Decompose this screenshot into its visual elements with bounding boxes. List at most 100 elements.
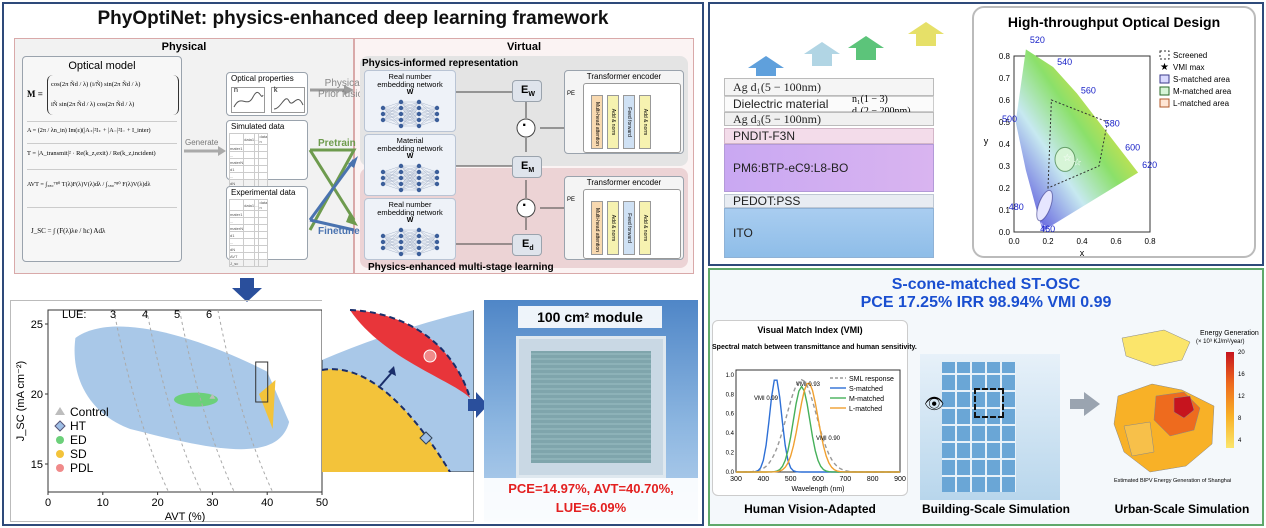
- dielectric-label: Dielectric material: [733, 97, 829, 111]
- ew-box: EW: [512, 80, 542, 102]
- vmi-x-tick: 800: [867, 476, 879, 483]
- nn-edge: [418, 113, 438, 127]
- nn-node: [416, 163, 422, 169]
- addnorm2a: [607, 201, 619, 255]
- table-row-header: materN: [228, 158, 245, 166]
- vmi-legend-label: S-matched: [849, 386, 883, 393]
- x-tick-label: 40: [261, 497, 273, 509]
- vmi-star: ☆: [1037, 221, 1046, 232]
- net1-w: W: [406, 89, 414, 96]
- eq-avt: AVT = ∫₃₈₀⁷⁸⁰ T(λ)F(λ)V(λ)dλ / ∫₃₈₀⁷⁸⁰ F…: [27, 181, 151, 188]
- cie-y-tick: 0.8: [999, 52, 1011, 61]
- nn-node: [380, 181, 386, 187]
- table-row-header: d1: [228, 231, 245, 239]
- lue-contour: [179, 309, 235, 493]
- cie-wavelength-label: 500: [1002, 114, 1017, 124]
- vmi-y-tick: 0.4: [726, 431, 735, 437]
- vmi-x-tick: 600: [812, 476, 824, 483]
- nn-edge: [400, 229, 420, 255]
- nn-edge: [418, 171, 438, 179]
- nn-node: [380, 175, 386, 181]
- layer-pndit: PNDIT-F3N: [724, 128, 934, 144]
- nn-edge: [400, 247, 420, 255]
- lue-contour: [217, 309, 274, 493]
- nn-node: [434, 181, 440, 187]
- cie-wavelength-label: 560: [1081, 85, 1096, 95]
- legend-label: Control: [70, 405, 109, 419]
- module-photo: 100 cm² module PCE=14.97%, AVT=40.70%, L…: [484, 300, 698, 522]
- y-tick-label: 20: [31, 389, 43, 401]
- vmi-annotation: VMI 0.90: [816, 436, 841, 442]
- zoom-box: [255, 361, 269, 403]
- table-col-header: data1: [243, 133, 256, 145]
- cie-gamut: [1015, 49, 1139, 231]
- nn-edge: [382, 241, 402, 249]
- em-label: EM: [521, 160, 535, 175]
- s-matched-area: [1036, 189, 1053, 222]
- shanghai-map: [1113, 329, 1215, 473]
- module-title-bg: [518, 306, 662, 328]
- table-row-header: ...: [228, 217, 245, 225]
- nn-node: [434, 239, 440, 245]
- net3-w: W: [406, 217, 414, 224]
- generate-label: Generate: [185, 138, 219, 147]
- nn-node: [416, 227, 422, 233]
- legend-marker: [55, 407, 65, 415]
- net2-w: W: [406, 153, 414, 160]
- sd-cluster: [258, 380, 276, 429]
- cie-x-tick: 0.0: [1008, 237, 1020, 246]
- module-metrics-bg: [484, 478, 698, 522]
- finetune-label: Finetune: [318, 226, 360, 237]
- lue-contour: [113, 309, 170, 493]
- legend-marker: [54, 420, 66, 432]
- mha2-label: Multi-head attention: [594, 208, 600, 252]
- nn-edge: [400, 165, 420, 179]
- nn-node: [416, 187, 422, 193]
- table-col-header: data1: [243, 199, 256, 211]
- left-panel: [2, 2, 704, 526]
- eq-m-matrix: [47, 75, 179, 115]
- optical-model-box: Optical model M = cos(2π Ñd / λ) (i/Ñ) s…: [22, 56, 182, 262]
- pdl-marker: [423, 349, 437, 363]
- lue-value: 6: [206, 309, 212, 321]
- nn-edge: [400, 235, 420, 255]
- cie-legend-swatch: [1159, 86, 1170, 96]
- nn-edge: [418, 235, 438, 243]
- lue-value: 4: [142, 309, 148, 321]
- nn-node: [398, 239, 404, 245]
- nn-edge: [400, 113, 420, 127]
- map-colorbar-tick: 16: [1238, 372, 1245, 378]
- y-axis-label: J_SC (mA cm⁻²): [15, 361, 27, 441]
- vmi-y-tick: 0.6: [726, 412, 735, 418]
- nn-edge: [400, 183, 420, 191]
- nn1-icon: [380, 99, 440, 129]
- d2-label: d₂(2 − 200nm): [852, 106, 911, 117]
- vmi-y-tick: 1.0: [726, 373, 735, 379]
- gray-arrow-icon: [1070, 392, 1100, 416]
- nn-node: [380, 233, 386, 239]
- vmi-star: ☆: [1063, 153, 1072, 164]
- nn-node: [380, 239, 386, 245]
- table-col-header: data n: [258, 133, 269, 145]
- pedot-label: PEDOT:PSS: [733, 194, 801, 208]
- nn-node: [398, 111, 404, 117]
- nn-edge: [418, 177, 438, 191]
- nn-node: [434, 105, 440, 111]
- nn-edge: [418, 229, 438, 237]
- nn-edge: [418, 171, 438, 185]
- nn-node: [416, 239, 422, 245]
- zoom-arrow-head: [388, 366, 396, 376]
- eq-t: T = |A_transmit|² · Re(k_z,exit) / Re(k_…: [27, 150, 156, 157]
- map-unit: (× 10³ KJ/m²/year): [1196, 339, 1245, 345]
- nn-node: [398, 99, 404, 105]
- right-top-panel: [708, 2, 1264, 266]
- cie-y-tick: 0.2: [999, 184, 1011, 193]
- vmi-y-tick: 0.2: [726, 451, 735, 457]
- k-curve-icon: [271, 87, 305, 113]
- layer-ag-bottom: Ag d₃(5 − 100nm): [724, 112, 934, 126]
- nn-edge: [418, 107, 438, 121]
- nn-edge: [382, 113, 402, 121]
- pe2-label: PE: [567, 197, 576, 203]
